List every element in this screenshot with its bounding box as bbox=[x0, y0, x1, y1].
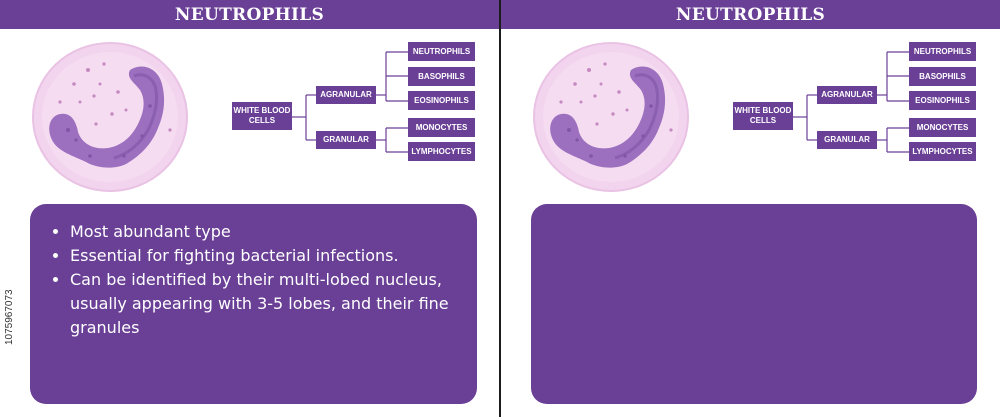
cytoplasm-granules bbox=[58, 62, 172, 132]
fact-list: Most abundant type Essential for fightin… bbox=[30, 204, 477, 340]
node-basophils: BASOPHILS bbox=[408, 67, 475, 86]
cytoplasm-granules bbox=[559, 62, 673, 132]
node-eosinophils: EOSINOPHILS bbox=[909, 91, 976, 110]
tree-connectors bbox=[292, 51, 408, 153]
classification-tree: WHITE BLOOD CELLS AGRANULAR GRANULAR NEU… bbox=[230, 40, 480, 170]
fact-item: Essential for fighting bacterial infecti… bbox=[70, 244, 457, 268]
node-neutrophils: NEUTROPHILS bbox=[909, 42, 976, 61]
left-title: NEUTROPHILS bbox=[0, 0, 499, 29]
node-monocytes: MONOCYTES bbox=[909, 118, 976, 137]
nucleus-granules bbox=[567, 104, 653, 158]
node-neutrophils: NEUTROPHILS bbox=[408, 42, 475, 61]
node-agranular: AGRANULAR bbox=[316, 86, 376, 104]
node-white-blood-cells: WHITE BLOOD CELLS bbox=[232, 102, 292, 130]
node-monocytes: MONOCYTES bbox=[408, 118, 475, 137]
neutrophil-cell-illustration bbox=[533, 42, 689, 192]
node-eosinophils: EOSINOPHILS bbox=[408, 91, 475, 110]
node-granular: GRANULAR bbox=[817, 131, 877, 149]
info-box: Most abundant type Essential for fightin… bbox=[30, 204, 477, 404]
cell-nucleus bbox=[49, 66, 165, 168]
node-basophils: BASOPHILS bbox=[909, 67, 976, 86]
info-box-empty bbox=[531, 204, 977, 404]
node-agranular: AGRANULAR bbox=[817, 86, 877, 104]
fact-item: Most abundant type bbox=[70, 220, 457, 244]
neutrophil-cell-illustration bbox=[32, 42, 188, 192]
node-granular: GRANULAR bbox=[316, 131, 376, 149]
node-white-blood-cells: WHITE BLOOD CELLS bbox=[733, 102, 793, 130]
right-panel: NEUTROPHILS bbox=[501, 0, 1000, 417]
fact-item: Can be identified by their multi-lobed n… bbox=[70, 268, 457, 340]
right-title: NEUTROPHILS bbox=[501, 0, 1000, 29]
node-lymphocytes: LYMPHOCYTES bbox=[909, 142, 976, 161]
image-id: 1075967073 bbox=[4, 289, 15, 345]
panel-divider bbox=[499, 0, 501, 417]
node-lymphocytes: LYMPHOCYTES bbox=[408, 142, 475, 161]
tree-connectors bbox=[793, 51, 909, 153]
cell-nucleus bbox=[550, 66, 666, 168]
classification-tree: WHITE BLOOD CELLS AGRANULAR GRANULAR NEU… bbox=[731, 40, 981, 170]
nucleus-granules bbox=[66, 104, 152, 158]
left-panel: NEUTROPHILS bbox=[0, 0, 499, 417]
